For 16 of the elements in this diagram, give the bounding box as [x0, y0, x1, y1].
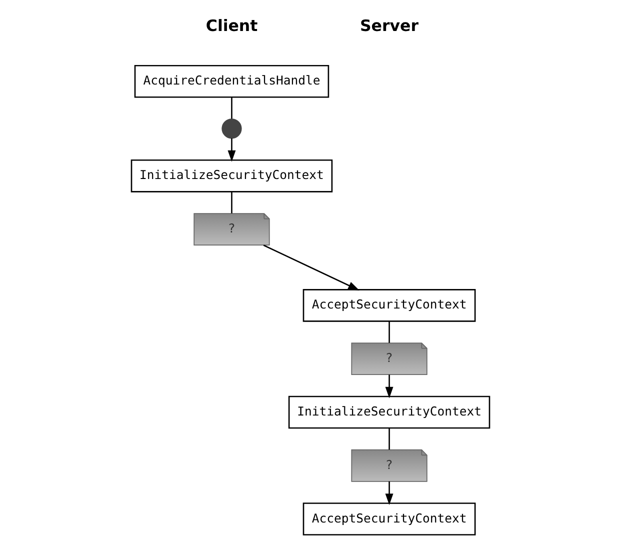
node-box: InitializeSecurityContext — [288, 396, 490, 429]
node-box: AcceptSecurityContext — [302, 289, 476, 322]
label: Client — [205, 16, 258, 35]
connector — [388, 428, 390, 450]
connector — [388, 321, 390, 343]
arrow — [262, 244, 360, 291]
connector — [230, 192, 232, 214]
node-box: AcquireCredentialsHandle — [134, 64, 329, 98]
label: Server — [359, 16, 418, 35]
arrow — [384, 481, 393, 506]
connector — [230, 97, 232, 119]
node-box: AcceptSecurityContext — [302, 502, 476, 536]
node-circle — [221, 118, 242, 139]
node-box: InitializeSecurityContext — [130, 160, 332, 192]
arrow — [384, 374, 393, 398]
arrow — [227, 138, 236, 162]
